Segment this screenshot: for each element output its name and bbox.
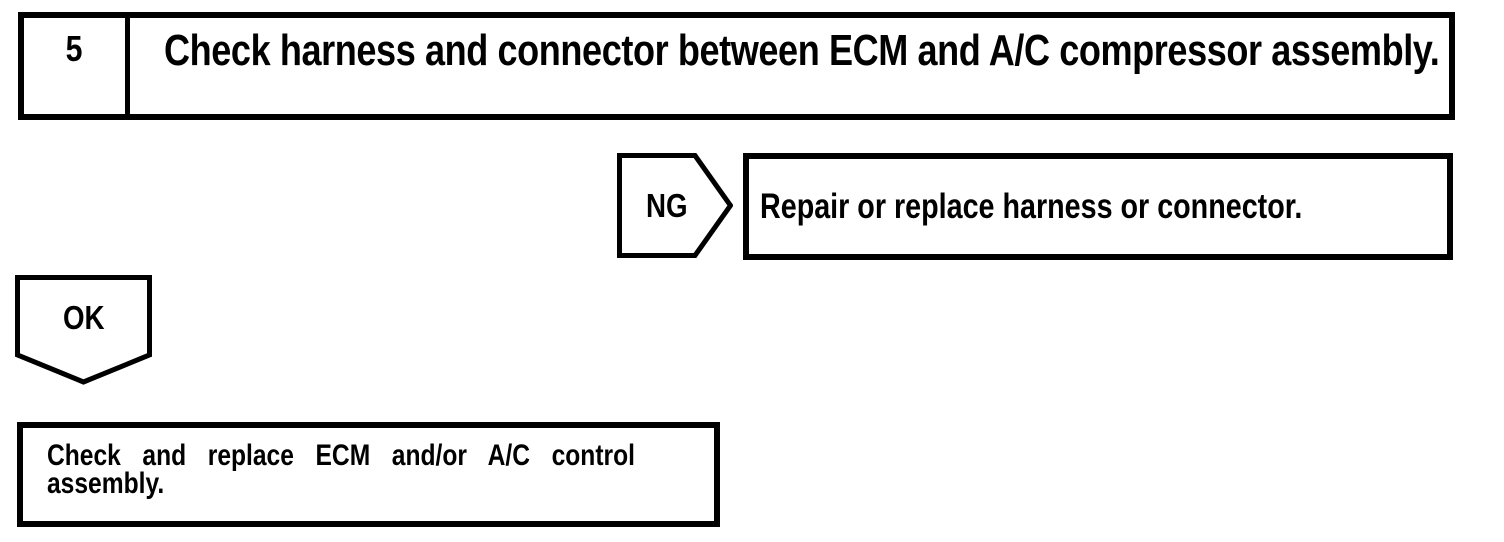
- ok-action-box: Check and replace ECM and/or A/C control…: [17, 422, 720, 527]
- ok-label-wrap: OK: [15, 301, 152, 334]
- step-number-cell: 5: [24, 18, 130, 114]
- ng-action-text: Repair or replace harness or connector.: [760, 187, 1303, 226]
- ok-action-line-2: assembly.: [47, 467, 165, 500]
- step-box: 5 Check harness and connector between EC…: [18, 12, 1455, 120]
- ok-label: OK: [62, 299, 105, 336]
- ok-action-line-1: Check and replace ECM and/or A/C control: [47, 439, 635, 472]
- ng-arrow-shape: [617, 153, 733, 258]
- ng-connector: NG: [617, 153, 733, 258]
- ng-label-wrap: NG: [617, 189, 717, 222]
- step-number: 5: [66, 28, 83, 69]
- ok-action-text: Check and replace ECM and/or A/C control…: [47, 439, 635, 500]
- ng-label: NG: [646, 187, 688, 224]
- step-instruction-wrap: Check harness and connector between ECM …: [164, 29, 1443, 73]
- ng-action-box: Repair or replace harness or connector.: [743, 153, 1453, 260]
- step-instruction: Check harness and connector between ECM …: [164, 26, 1440, 75]
- ok-arrow-shape: [15, 275, 152, 385]
- ok-connector: OK: [15, 275, 152, 385]
